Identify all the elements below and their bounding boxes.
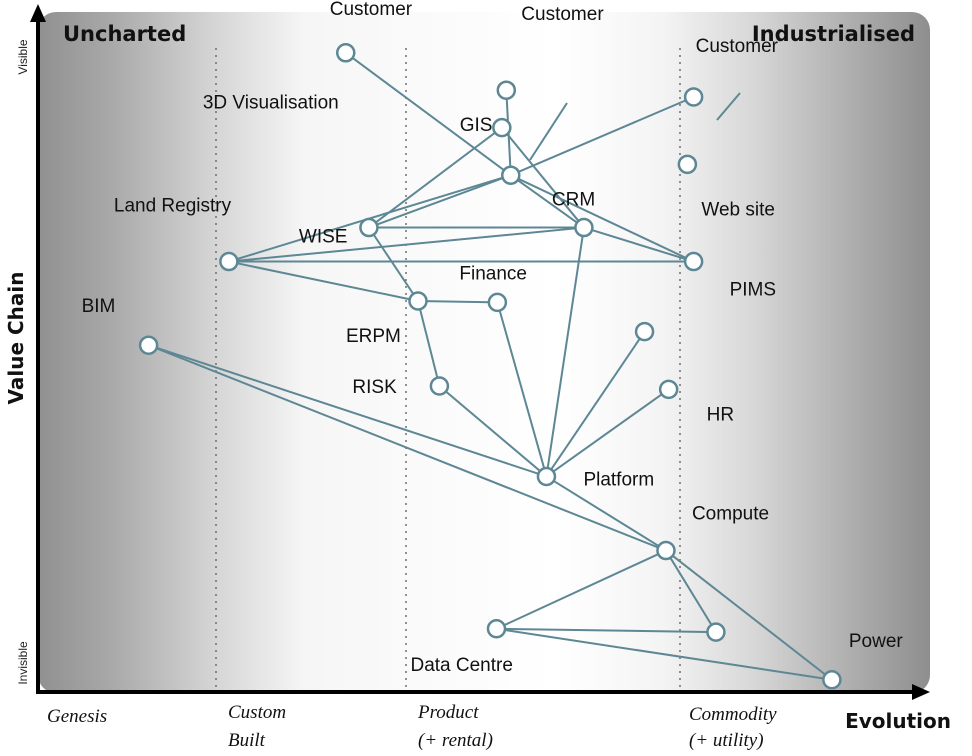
component-node[interactable] bbox=[574, 217, 594, 238]
label-leader-line bbox=[716, 92, 741, 121]
component-label: Finance bbox=[459, 263, 527, 284]
component-label: HR bbox=[707, 404, 734, 425]
component-label: Customer bbox=[696, 36, 779, 57]
dependency-link bbox=[496, 627, 833, 681]
component-node[interactable] bbox=[822, 670, 842, 690]
dependency-link bbox=[417, 300, 498, 304]
dependency-link bbox=[545, 475, 667, 552]
stage-label-commodity-sub: (+ utility) bbox=[689, 730, 764, 751]
dependency-link bbox=[665, 549, 833, 681]
component-label: Data Centre bbox=[410, 655, 512, 676]
component-node[interactable] bbox=[408, 291, 428, 311]
component-label: 3D Visualisation bbox=[203, 93, 339, 114]
component-label: Web site bbox=[701, 199, 775, 220]
stage-label-custom: Custom bbox=[228, 702, 286, 723]
stage-label-product: Product bbox=[417, 702, 479, 723]
component-node[interactable] bbox=[496, 80, 517, 100]
component-node[interactable] bbox=[536, 466, 557, 487]
component-label: CRM bbox=[552, 190, 595, 211]
dependency-link bbox=[417, 300, 441, 387]
dependency-link bbox=[665, 550, 717, 633]
corner-label-uncharted: Uncharted bbox=[63, 22, 186, 46]
dependency-link bbox=[368, 174, 512, 229]
component-node[interactable] bbox=[634, 321, 655, 342]
dependency-link bbox=[583, 226, 694, 263]
dependency-link bbox=[496, 627, 716, 634]
dependency-link bbox=[510, 174, 585, 229]
dependency-link bbox=[510, 174, 695, 263]
dependency-link bbox=[545, 227, 585, 477]
component-label: RISK bbox=[352, 377, 397, 398]
y-axis-arrowhead bbox=[30, 4, 46, 22]
component-node[interactable] bbox=[335, 43, 356, 63]
component-label: Compute bbox=[692, 504, 769, 525]
component-node[interactable] bbox=[219, 251, 239, 272]
component-node[interactable] bbox=[429, 376, 450, 396]
component-node[interactable] bbox=[683, 251, 704, 272]
component-node[interactable] bbox=[501, 165, 521, 185]
component-label: BIM bbox=[82, 296, 116, 317]
x-axis-arrowhead bbox=[912, 684, 930, 700]
dependency-link bbox=[368, 126, 503, 229]
component-node[interactable] bbox=[492, 117, 512, 138]
component-label: ERPM bbox=[346, 326, 401, 347]
stage-label-product-sub: (+ rental) bbox=[418, 730, 493, 751]
nodes-layer bbox=[138, 43, 842, 690]
component-label: Customer bbox=[330, 0, 413, 20]
component-node[interactable] bbox=[138, 335, 159, 355]
dependency-link bbox=[545, 388, 670, 478]
dependency-link bbox=[148, 344, 667, 552]
dependency-link bbox=[496, 302, 548, 477]
component-label: Land Registry bbox=[114, 196, 232, 217]
stage-label-commodity: Commodity bbox=[689, 704, 777, 725]
dependency-link bbox=[345, 51, 512, 177]
y-axis-bottom-label: Invisible bbox=[16, 641, 30, 685]
stage-label-genesis: Genesis bbox=[47, 706, 107, 727]
dependency-link bbox=[438, 385, 548, 478]
y-axis-title: Value Chain bbox=[4, 271, 28, 404]
dependency-link bbox=[501, 126, 585, 229]
stage-label-custom-sub: Built bbox=[228, 730, 266, 751]
x-axis-title: Evolution bbox=[845, 709, 951, 733]
component-label: Platform bbox=[583, 469, 654, 490]
dependency-link bbox=[228, 226, 584, 263]
component-label: WISE bbox=[299, 227, 348, 248]
component-node[interactable] bbox=[656, 540, 676, 561]
map-background bbox=[38, 12, 930, 693]
dependency-link bbox=[545, 331, 646, 478]
component-node[interactable] bbox=[359, 217, 379, 238]
dependency-link bbox=[368, 227, 419, 302]
component-node[interactable] bbox=[658, 379, 679, 400]
y-axis-top-label: Visible bbox=[16, 39, 30, 74]
corner-label-industrialised: Industrialised bbox=[752, 22, 915, 46]
dependency-link bbox=[148, 344, 547, 478]
dependency-link bbox=[228, 260, 419, 302]
component-node[interactable] bbox=[683, 87, 704, 107]
component-label: PIMS bbox=[730, 280, 776, 301]
component-node[interactable] bbox=[487, 292, 508, 313]
links-layer bbox=[148, 51, 833, 681]
component-label: GIS bbox=[460, 115, 493, 136]
dependency-link bbox=[496, 549, 667, 630]
component-node[interactable] bbox=[677, 154, 698, 175]
component-node[interactable] bbox=[486, 619, 507, 639]
label-leader-line bbox=[529, 102, 568, 161]
dependency-link bbox=[510, 96, 695, 177]
component-node[interactable] bbox=[706, 622, 726, 642]
component-label: Customer bbox=[521, 4, 604, 25]
component-label: Power bbox=[849, 631, 904, 652]
